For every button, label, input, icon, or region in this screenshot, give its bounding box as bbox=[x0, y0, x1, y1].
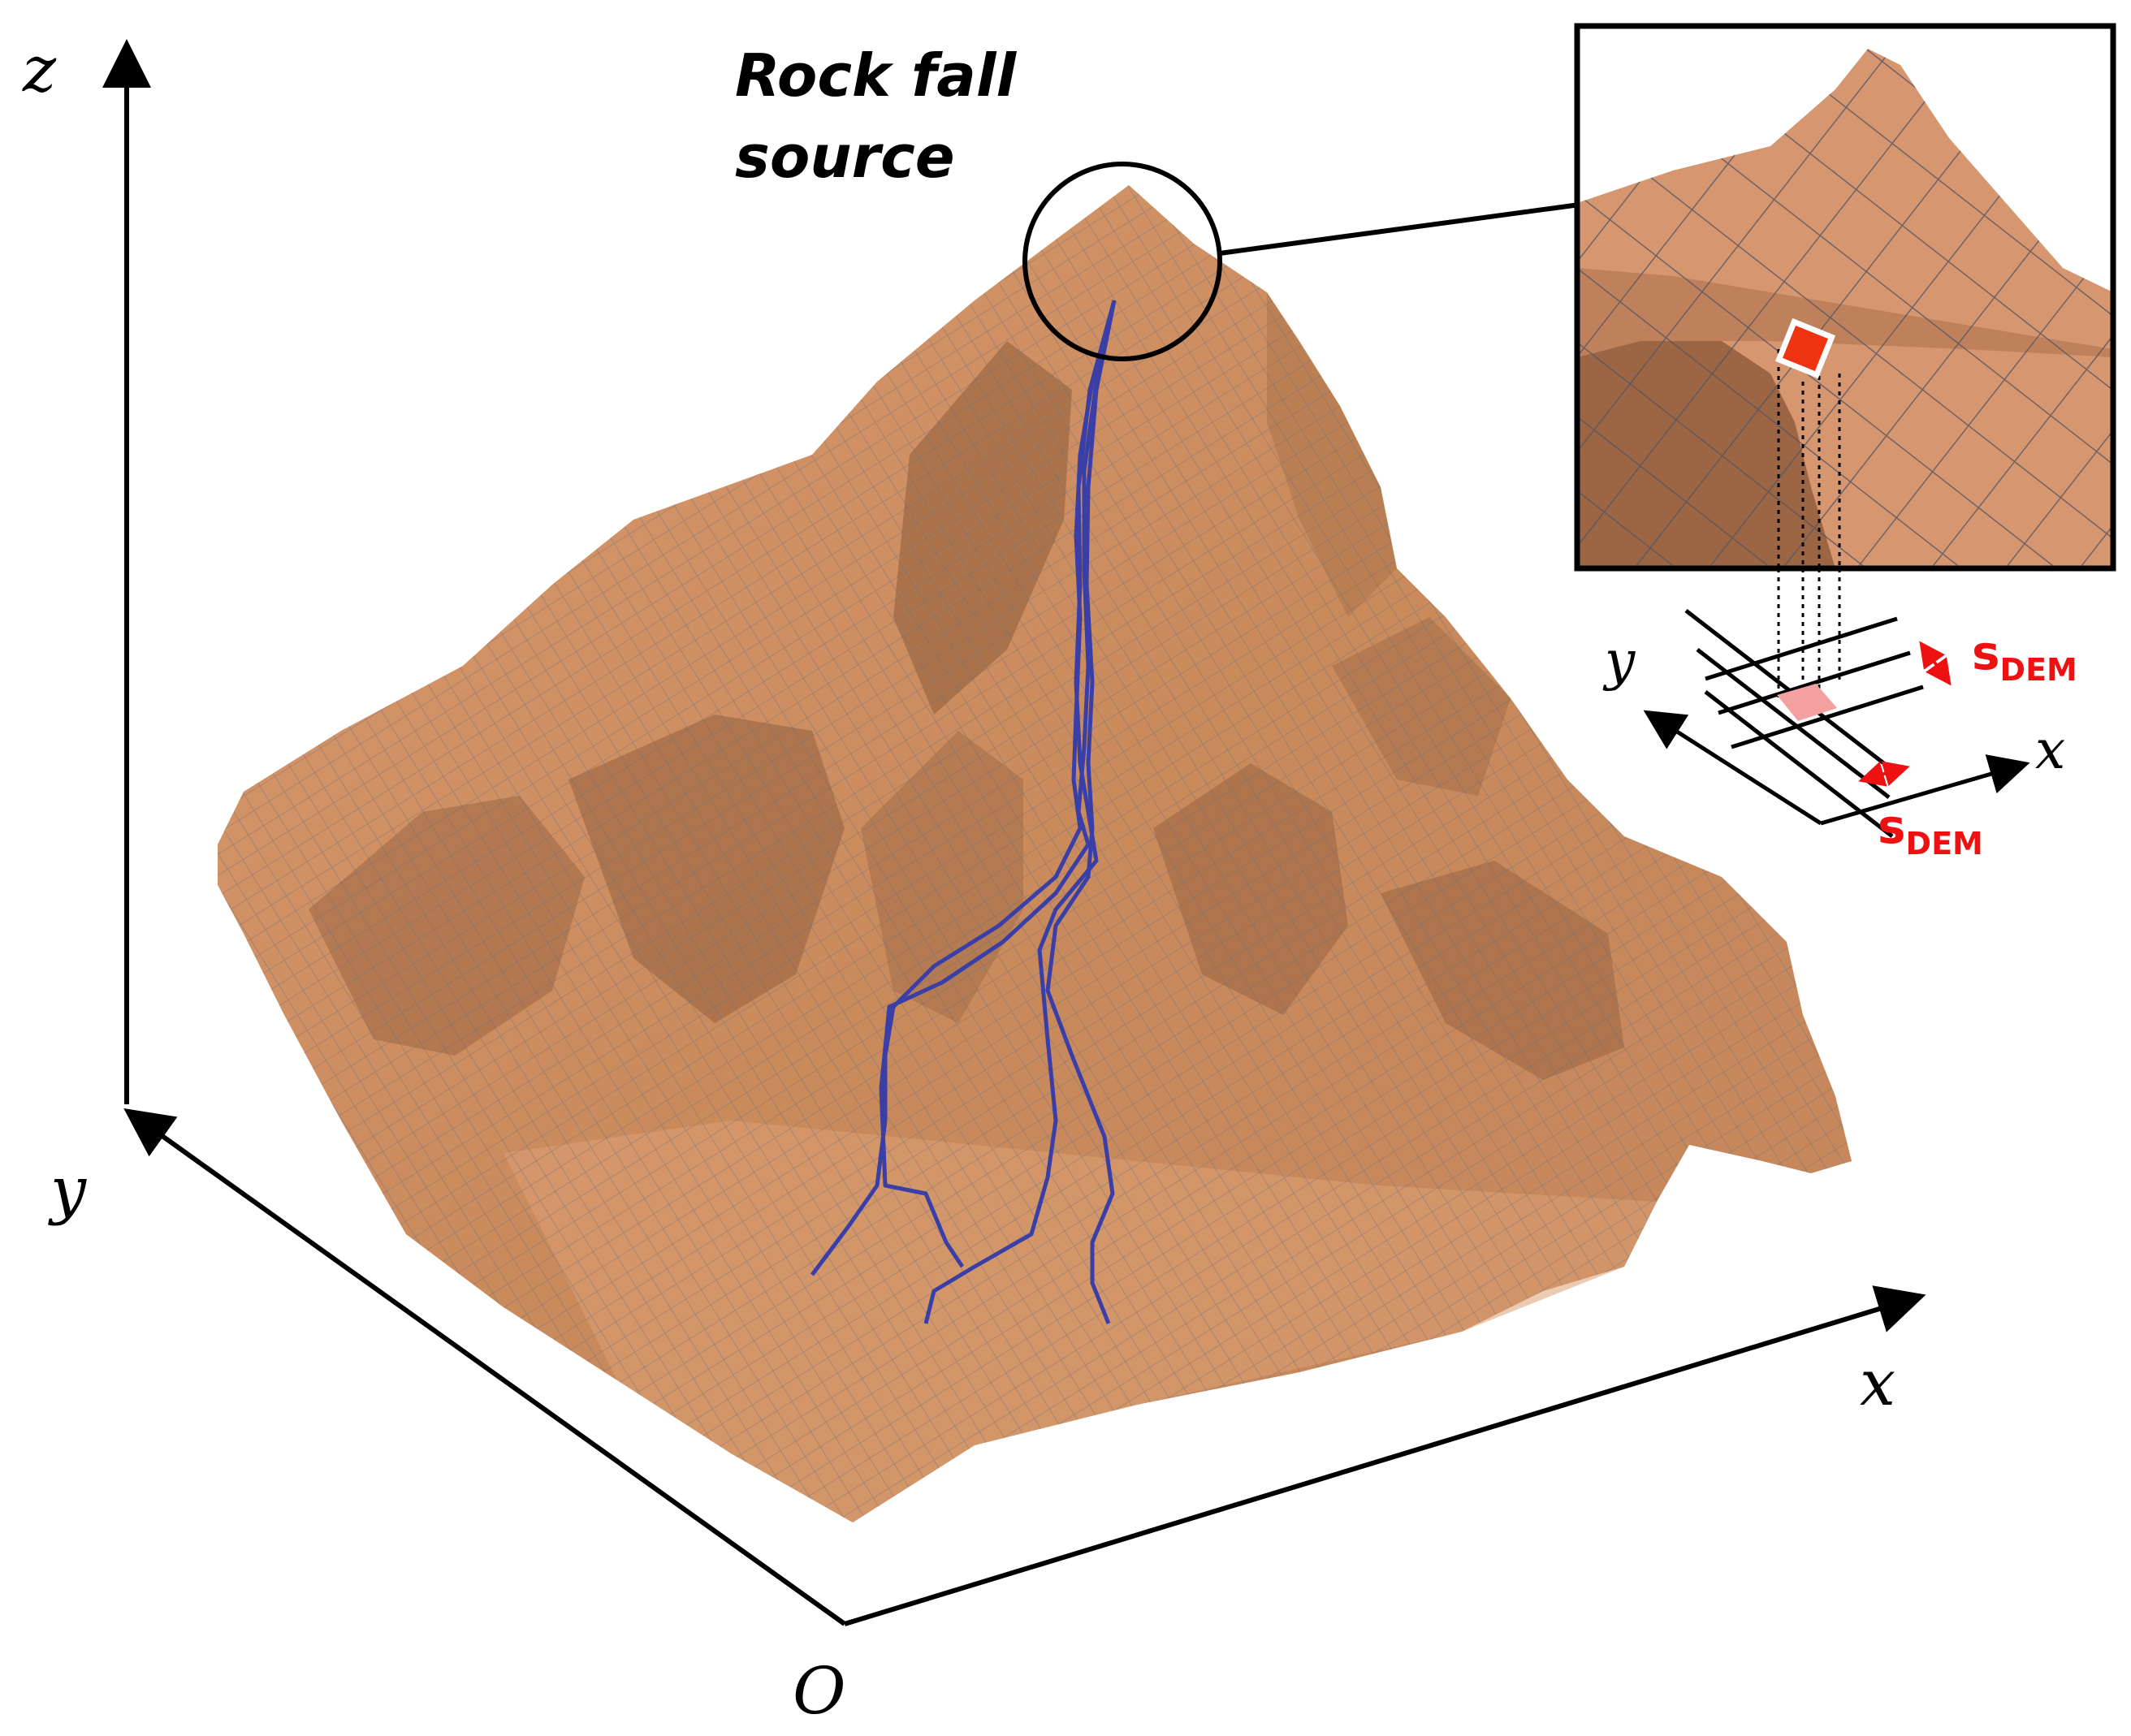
terrain-surface bbox=[218, 185, 1852, 1522]
dem-grid-schematic: y x sDEM sDEM bbox=[1602, 568, 2077, 862]
trajectory-2 bbox=[879, 300, 1117, 1268]
sdem-label-right: sDEM bbox=[1972, 625, 2077, 688]
main-axes: z y x O bbox=[22, 33, 1926, 1729]
callout-connector bbox=[1219, 202, 1580, 256]
inset-frame bbox=[1574, 23, 2116, 572]
sdem-label-right-base: s bbox=[1972, 625, 2000, 680]
schematic-y-axis bbox=[1643, 710, 1822, 826]
trajectory-4 bbox=[1045, 300, 1117, 1324]
rockfall-source-label-line2: source bbox=[735, 123, 955, 191]
schematic-projection-lines bbox=[1777, 568, 1841, 700]
sdem-label-bottom-base: s bbox=[1878, 799, 1906, 854]
highlighted-dem-cell bbox=[1774, 317, 1836, 379]
schematic-y-label: y bbox=[1602, 629, 1636, 692]
source-highlight: Rock fall source bbox=[735, 41, 1580, 361]
z-axis-label: z bbox=[22, 33, 57, 106]
schematic-dem-cell bbox=[1777, 684, 1837, 721]
schematic-x-axis bbox=[1820, 754, 2030, 826]
x-axis-label: x bbox=[1860, 1347, 1895, 1420]
sdem-arrow-horizontal bbox=[1858, 761, 1910, 787]
zoom-inset bbox=[1574, 23, 2116, 572]
sdem-label-bottom: sDEM bbox=[1878, 799, 1983, 862]
origin-label: O bbox=[793, 1653, 846, 1729]
source-circle bbox=[1022, 162, 1222, 361]
sdem-arrow-vertical bbox=[1919, 641, 1952, 686]
sdem-label-right-sub: DEM bbox=[2000, 652, 2077, 688]
sdem-label-bottom-sub: DEM bbox=[1906, 826, 1983, 862]
y-axis-label: y bbox=[48, 1154, 87, 1227]
inset-projection-lines bbox=[1777, 349, 1841, 568]
rockfall-source-label-line1: Rock fall bbox=[735, 41, 1018, 110]
y-axis bbox=[123, 1108, 846, 1626]
terrain-mesh bbox=[218, 185, 1852, 1522]
trajectory-3 bbox=[923, 300, 1117, 1324]
inset-mesh bbox=[1577, 49, 2113, 568]
x-axis bbox=[844, 1285, 1926, 1626]
schematic-x-label: x bbox=[2035, 719, 2065, 781]
rockfall-trajectories bbox=[810, 300, 1117, 1324]
